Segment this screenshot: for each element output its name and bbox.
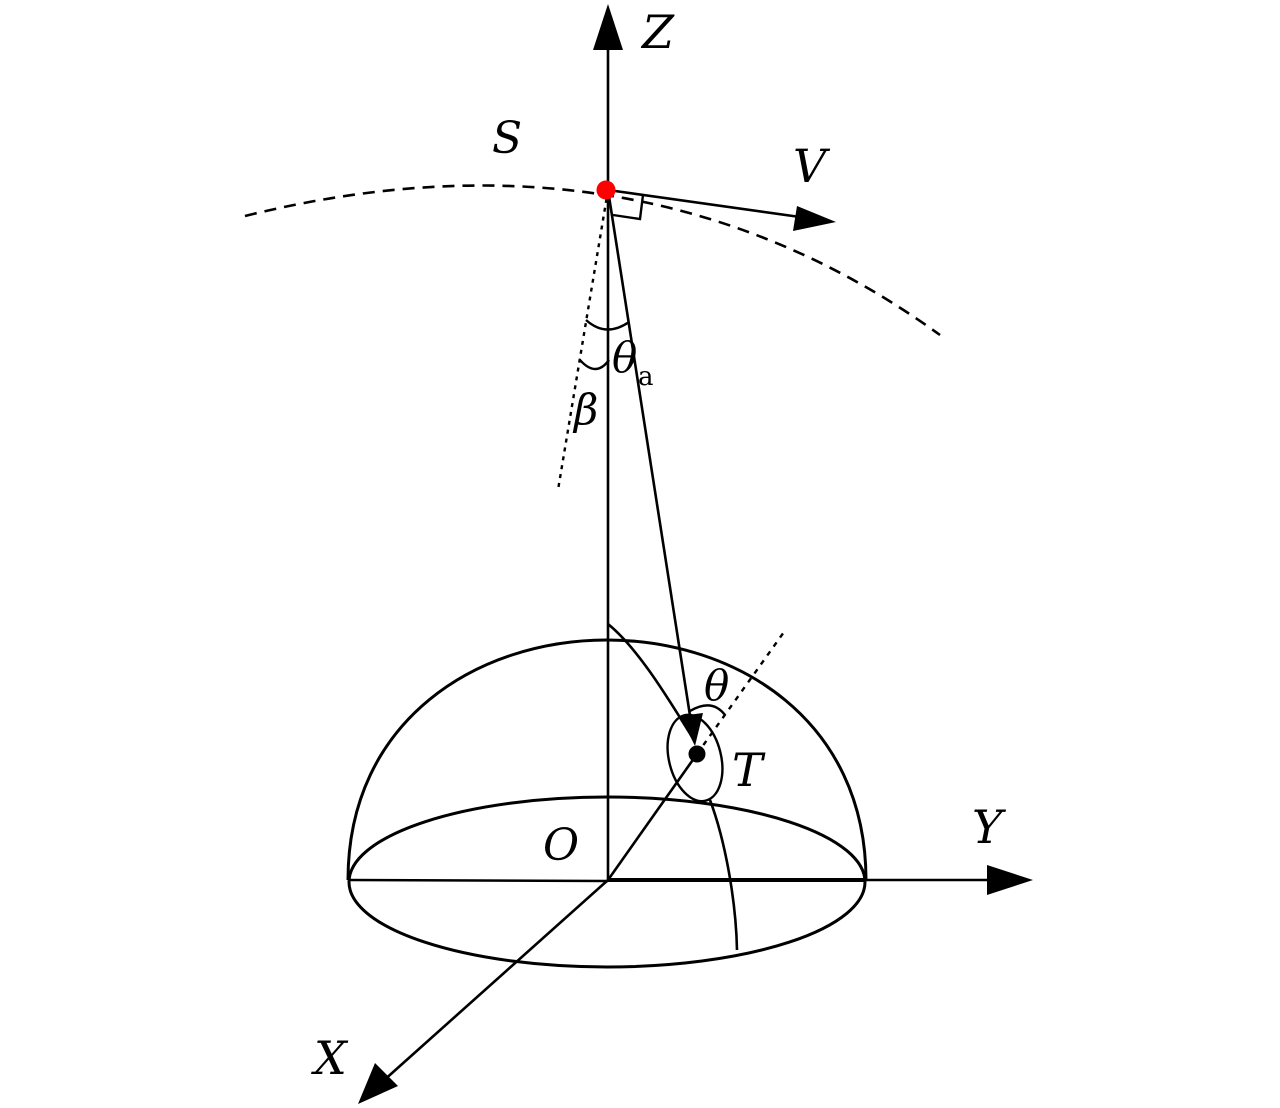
beta-label: β <box>572 385 598 434</box>
theta-arc <box>689 704 726 716</box>
target-normal-dashed <box>696 631 785 755</box>
x-axis-label: X <box>311 1031 349 1085</box>
theta-a-arc <box>585 319 630 331</box>
target-label: T <box>732 743 766 797</box>
x-axis <box>358 879 609 1104</box>
origin-label: O <box>543 820 579 871</box>
base-diameter-left <box>347 878 609 883</box>
target-point <box>688 745 706 763</box>
beta-arc <box>579 359 610 371</box>
x-axis-arrowhead <box>358 1063 398 1104</box>
line-of-sight <box>606 189 703 746</box>
satellite-point <box>596 180 616 200</box>
origin-to-target-line <box>606 753 699 881</box>
y-axis-label: Y <box>972 800 1007 854</box>
satellite-label: S <box>492 113 522 164</box>
look-direction-dotted <box>556 189 610 491</box>
hemisphere-dome-outline <box>346 638 868 881</box>
target-footprint-ellipse <box>666 713 724 803</box>
hemisphere-base-ellipse <box>347 795 867 969</box>
z-axis <box>593 4 623 880</box>
velocity-label: V <box>793 139 831 193</box>
theta-a-subscript: a <box>638 362 654 392</box>
z-axis-label: Z <box>640 5 675 59</box>
theta-a-label: θ <box>612 333 637 382</box>
velocity-arrowhead <box>793 206 836 231</box>
y-axis-arrowhead <box>987 865 1033 895</box>
hemisphere <box>346 622 868 969</box>
velocity-vector <box>607 188 836 231</box>
z-axis-arrowhead <box>593 4 623 50</box>
right-angle-marker <box>612 194 645 221</box>
theta-label: θ <box>704 661 729 710</box>
line-of-sight-arrowhead <box>680 713 703 746</box>
satellite-orbit-dashed <box>244 184 941 337</box>
meridian-lower <box>708 799 739 951</box>
